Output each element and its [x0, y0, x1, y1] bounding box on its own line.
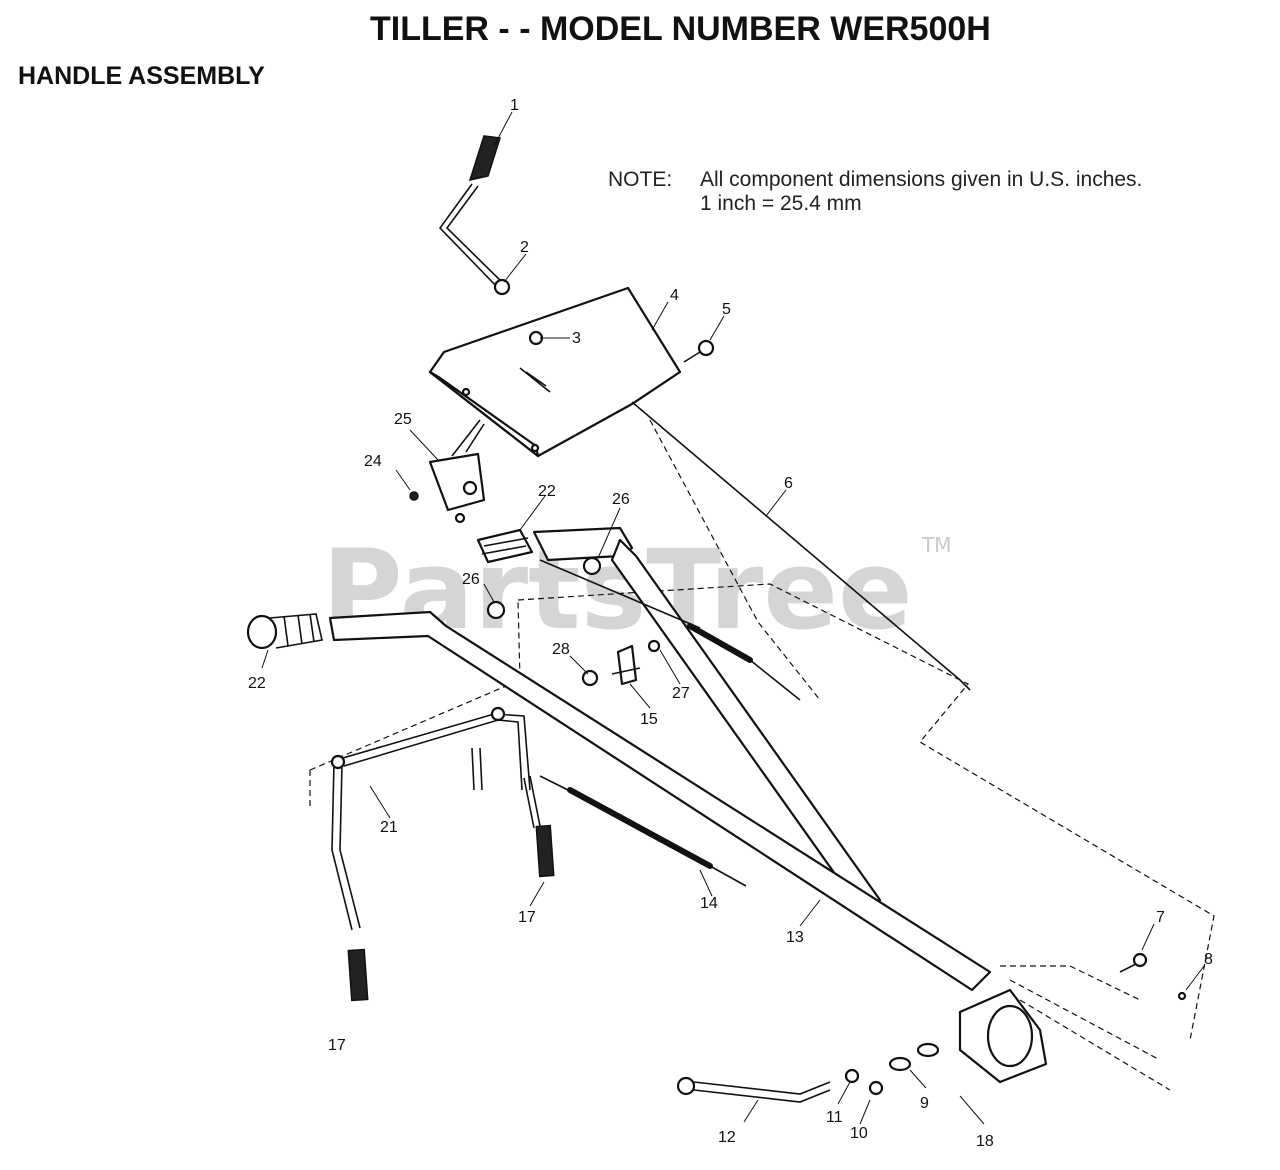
- callout-17-right: 17: [518, 909, 536, 926]
- spacer-b: [916, 1042, 940, 1058]
- housing-outline: [517, 583, 1215, 1041]
- callout-24: 24: [364, 453, 382, 470]
- callout-5: 5: [722, 301, 731, 318]
- callout-22-left: 22: [248, 675, 266, 692]
- handle-mount: [958, 965, 1171, 1091]
- bracket-washer: [647, 639, 661, 653]
- mount-pin: [1177, 991, 1187, 1001]
- clutch-spring: [567, 787, 713, 869]
- left-handle-grip: [246, 613, 323, 650]
- callout-26-upper: 26: [612, 491, 630, 508]
- handle-nut-lower: [486, 600, 506, 620]
- note-line-1: All component dimensions given in U.S. i…: [700, 168, 1142, 191]
- callout-6: 6: [784, 475, 793, 492]
- callout-17-left: 17: [328, 1037, 346, 1054]
- panel-bolt: [683, 339, 715, 363]
- section-subtitle: HANDLE ASSEMBLY: [18, 62, 265, 90]
- depth-bar-washer: [844, 1068, 860, 1084]
- mount-bolt: [1119, 952, 1148, 973]
- callout-28: 28: [552, 641, 570, 658]
- main-handle-tube: [328, 610, 992, 992]
- rod-nut: [493, 278, 511, 296]
- cable-bracket: [611, 644, 641, 686]
- callout-18: 18: [976, 1133, 994, 1150]
- watermark-trademark: TM: [921, 533, 951, 557]
- callout-10: 10: [850, 1125, 868, 1142]
- callout-25: 25: [394, 411, 412, 428]
- callout-13: 13: [786, 929, 804, 946]
- lower-grip-left: [347, 948, 369, 1002]
- callout-11: 11: [826, 1109, 843, 1126]
- callout-21: 21: [380, 819, 398, 836]
- bracket-nut: [581, 669, 599, 687]
- callout-8: 8: [1204, 951, 1213, 968]
- switch-bracket: [428, 419, 486, 524]
- callout-15: 15: [640, 711, 658, 728]
- callout-27: 27: [672, 685, 690, 702]
- lower-grip-right: [535, 824, 555, 878]
- callout-14: 14: [700, 895, 718, 912]
- handle-nut-upper: [582, 556, 602, 576]
- callout-9: 9: [920, 1095, 929, 1112]
- shift-rod: [438, 135, 507, 291]
- callout-22-upper: 22: [538, 483, 556, 500]
- callout-26-lower: 26: [462, 571, 480, 588]
- switch-nut: [409, 491, 419, 501]
- page-title: TILLER - - MODEL NUMBER WER500H: [370, 10, 991, 48]
- depth-bar-nut: [868, 1080, 884, 1096]
- clutch-rod: [330, 706, 531, 931]
- callout-4: 4: [670, 287, 679, 304]
- callout-2: 2: [520, 239, 529, 256]
- callout-7: 7: [1156, 909, 1165, 926]
- callout-1: 1: [510, 97, 519, 114]
- callout-12: 12: [718, 1129, 736, 1146]
- control-panel: [428, 286, 682, 458]
- callout-3: 3: [572, 330, 581, 347]
- note-line-2: 1 inch = 25.4 mm: [700, 192, 862, 215]
- note-label: NOTE:: [608, 168, 672, 191]
- spacer-a: [888, 1056, 912, 1072]
- depth-bar: [676, 1076, 831, 1103]
